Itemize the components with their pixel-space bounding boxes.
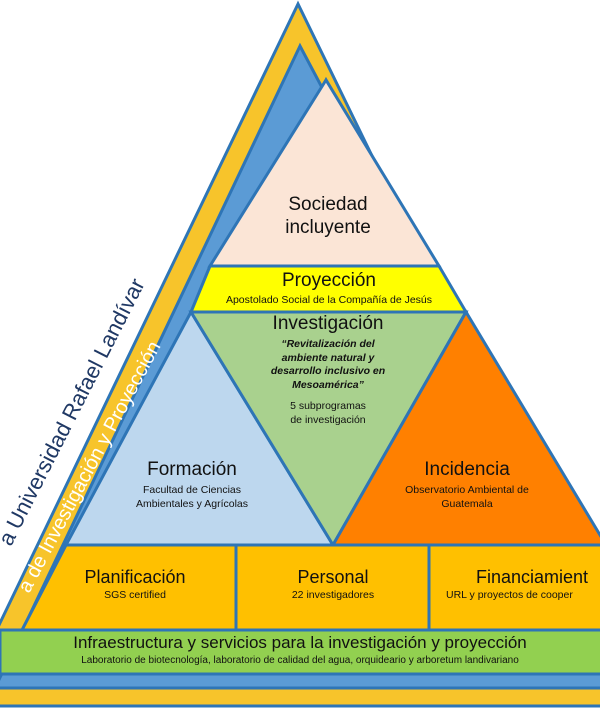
- base-subtitle: Laboratorio de biotecnología, laboratori…: [81, 655, 519, 666]
- financiamiento-title: Financiamient: [476, 567, 589, 587]
- base-title: Infraestructura y servicios para la inve…: [73, 633, 527, 652]
- personal-title: Personal: [297, 567, 369, 587]
- formacion-line2: Ambientales y Agrícolas: [135, 497, 249, 510]
- sociedad-title-line1: Sociedad: [288, 194, 368, 215]
- investigacion-quote: “Revitalización del ambiente natural y d…: [248, 338, 408, 393]
- base-band: [0, 628, 600, 676]
- formacion-text: Facultad de Ciencias Ambientales y Agríc…: [102, 484, 282, 511]
- sociedad-title-line2: incluyente: [285, 216, 371, 238]
- planificacion-title: Planificación: [84, 567, 186, 587]
- investigacion-detail-line2: de investigación: [290, 413, 366, 426]
- financiamiento-cell: Financiamient URL y proyectos de cooper: [438, 567, 600, 602]
- investigacion-detail-line1: 5 subprogramas: [290, 400, 366, 412]
- planificacion-cell: Planificación SGS certified: [40, 567, 230, 602]
- investigacion-quote-line1: “Revitalización del: [281, 338, 375, 350]
- bottom-row-band: [19, 543, 600, 632]
- sociedad-title: Sociedad incluyente: [228, 194, 428, 240]
- investigacion-quote-line3: desarrollo inclusivo en: [270, 365, 386, 378]
- formacion-title: Formación: [147, 459, 237, 480]
- incidencia-title: Incidencia: [424, 459, 510, 480]
- incidencia-text: Observatorio Ambiental de Guatemala: [372, 484, 562, 511]
- investigacion-title: Investigación: [272, 313, 384, 334]
- proyeccion-title: Proyección: [282, 270, 376, 291]
- personal-subtitle: 22 investigadores: [291, 588, 375, 601]
- incidencia-line1: Observatorio Ambiental de: [405, 484, 529, 496]
- incidencia-line2: Guatemala: [441, 497, 493, 510]
- personal-cell: Personal 22 investigadores: [238, 567, 428, 602]
- proyeccion-subtitle: Apostolado Social de la Compañía de Jesú…: [225, 294, 433, 306]
- planificacion-subtitle: SGS certified: [104, 588, 166, 601]
- investigacion-detail: 5 subprogramas de investigación: [248, 400, 408, 427]
- financiamiento-subtitle: URL y proyectos de cooper: [446, 588, 573, 601]
- investigacion-quote-line2: ambiente natural y: [281, 351, 375, 364]
- investigacion-quote-line4: Mesoamérica”: [292, 378, 364, 391]
- formacion-line1: Facultad de Ciencias: [142, 484, 242, 496]
